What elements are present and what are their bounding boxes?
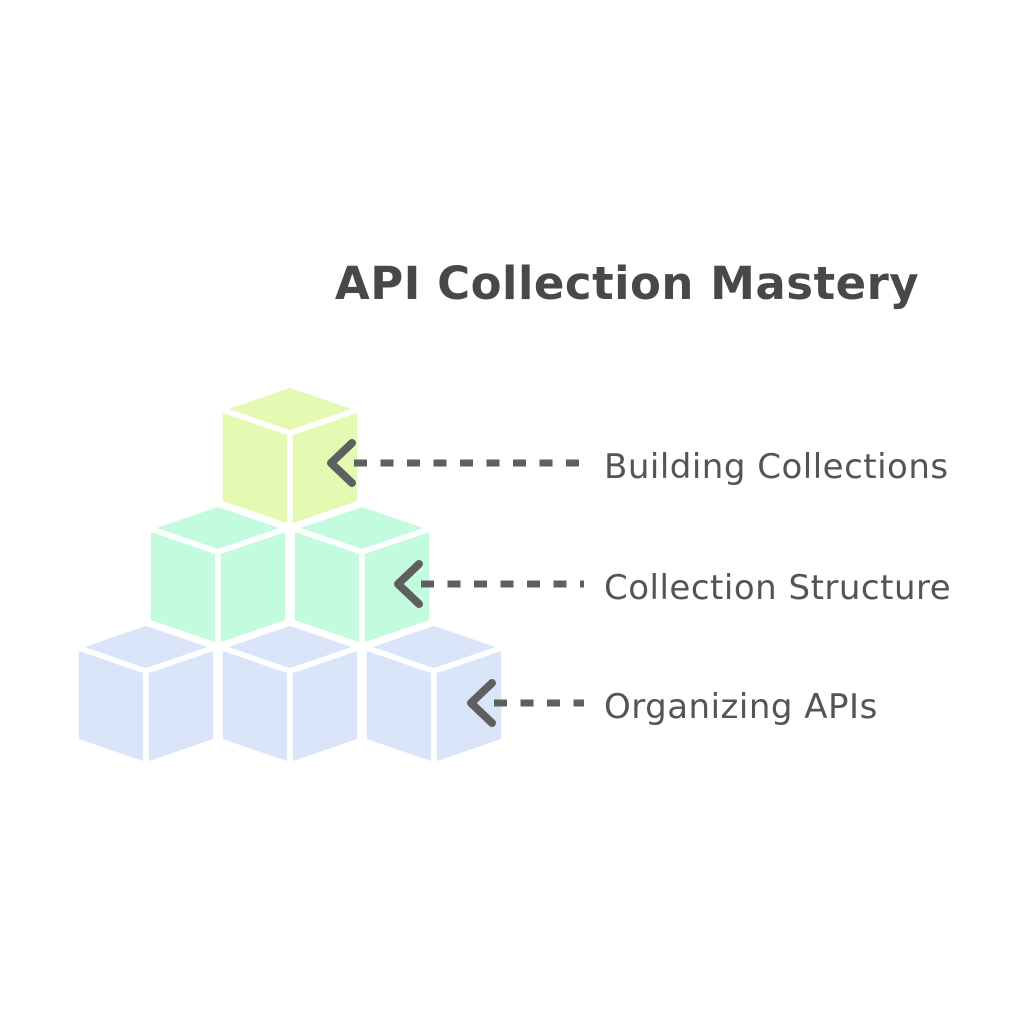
arrow-chevron-icon [467, 679, 496, 727]
arrow-chevron-icon [394, 560, 423, 608]
arrow-level-1 [327, 439, 584, 487]
level-label-building-collections: Building Collections [604, 447, 949, 487]
level-label-collection-structure: Collection Structure [604, 568, 952, 608]
cube-level-3 [73, 620, 507, 768]
diagram-title: API Collection Mastery [334, 257, 920, 310]
cube-level-1 [217, 382, 363, 530]
level-label-organizing-apis: Organizing APIs [604, 687, 878, 727]
arrow-level-3 [467, 679, 584, 727]
arrow-chevron-icon [327, 439, 356, 487]
cube-face-top [217, 382, 363, 436]
arrow-level-2 [394, 560, 584, 608]
